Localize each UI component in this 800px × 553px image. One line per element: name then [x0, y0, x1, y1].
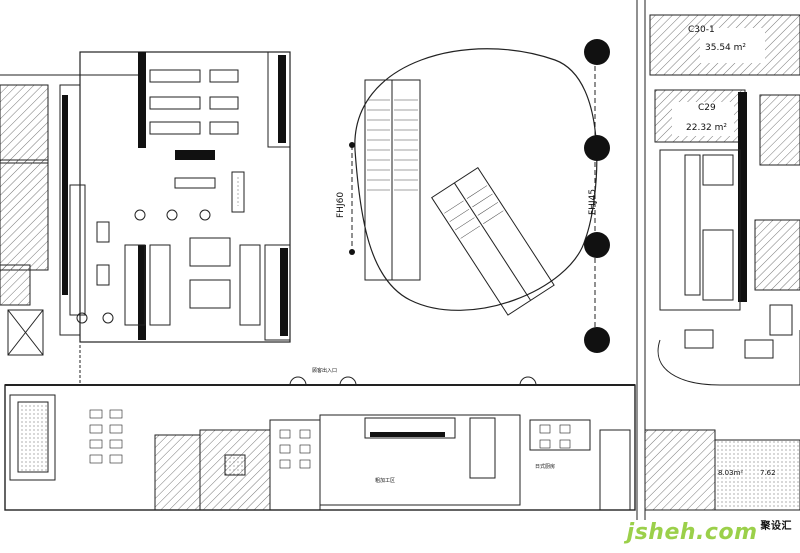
fhj60-label: FHJ60 — [336, 192, 346, 218]
c30-area: 35.54 m² — [705, 43, 746, 53]
right-block — [644, 14, 800, 511]
c29-name: C29 — [698, 103, 716, 113]
columns — [584, 39, 610, 353]
fhj45-label: FHJ45 — [588, 189, 598, 215]
c29-area: 22.32 m² — [686, 123, 727, 133]
c30-name: C30-1 — [688, 25, 715, 35]
area-b-label: 7.62 — [760, 469, 776, 477]
left-block — [0, 74, 140, 356]
area-a-label: 8.03m² — [718, 469, 743, 477]
kitchen-label: 日式厨房 — [535, 463, 555, 470]
prep-label: 粗加工区 — [375, 477, 395, 484]
lower-strip — [4, 345, 636, 511]
upper-restaurant — [69, 51, 291, 343]
watermark-brand: jsheh.com — [626, 520, 758, 545]
entrance-label: 顾客出入口 — [312, 367, 337, 374]
watermark-sub: 聚设汇 — [760, 521, 792, 532]
atrium — [349, 48, 598, 340]
